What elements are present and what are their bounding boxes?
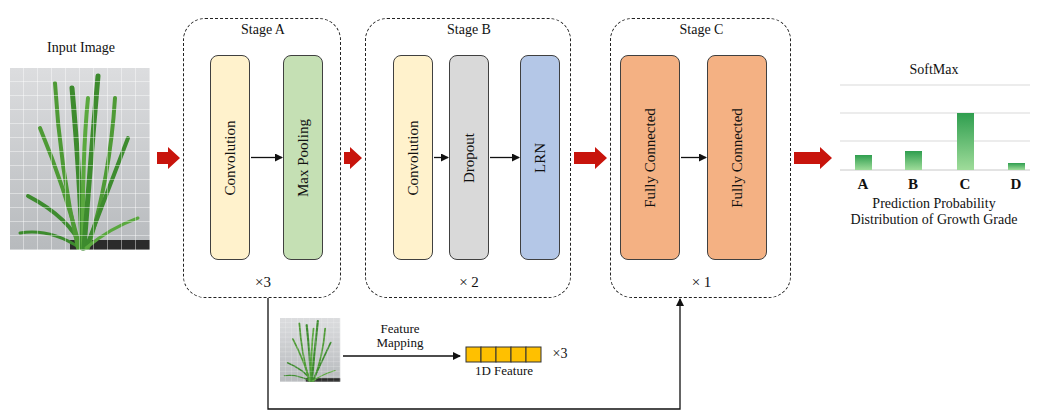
grade-letter: B bbox=[903, 176, 923, 193]
image-caption: Input Image bbox=[8, 40, 154, 56]
layer-name: Fully Connected bbox=[729, 108, 746, 208]
stage-group: Stage B × 2 Convolution Dropout LRN bbox=[365, 18, 571, 298]
grade-letter: C bbox=[955, 176, 975, 193]
feature-cells bbox=[466, 347, 541, 362]
layer-arrow bbox=[681, 157, 706, 158]
mapping-label: Feature Mapping bbox=[360, 322, 440, 351]
chart-title: SoftMax bbox=[835, 62, 1033, 78]
layer-box: Fully Connected bbox=[707, 55, 767, 260]
flow-arrow bbox=[157, 147, 180, 169]
layer-box: Convolution bbox=[393, 55, 433, 260]
plant-photo bbox=[10, 68, 150, 250]
plant-thumbnail bbox=[280, 318, 340, 382]
layer-name: Convolution bbox=[405, 120, 422, 195]
layer-name: Convolution bbox=[222, 120, 239, 195]
feature-route-line bbox=[268, 298, 680, 409]
layer-box: Max Pooling bbox=[283, 55, 323, 260]
stage-group: Stage A ×3 Convolution Max Pooling bbox=[183, 18, 341, 298]
feature-vector: 1D Feature bbox=[463, 346, 545, 386]
flow-arrow bbox=[344, 147, 362, 169]
layer-name: Max Pooling bbox=[295, 119, 312, 197]
repeat-count: × 1 bbox=[611, 274, 792, 291]
feature-mapping-arrow bbox=[343, 356, 460, 357]
layer-arrow bbox=[434, 157, 448, 158]
softmax-chart: SoftMaxPrediction Probability Distributi… bbox=[835, 60, 1033, 235]
layer-box: LRN bbox=[520, 55, 560, 260]
layer-name: Dropout bbox=[461, 133, 478, 183]
input-image: Input Image bbox=[8, 40, 154, 252]
repeat-count: ×3 bbox=[547, 346, 573, 361]
stage-group: Stage C × 1 Fully Connected Fully Connected bbox=[610, 18, 791, 298]
repeat-count: × 2 bbox=[366, 274, 572, 291]
layer-arrow bbox=[251, 157, 282, 158]
layer-box: Fully Connected bbox=[620, 55, 680, 260]
feature-caption: 1D Feature bbox=[463, 364, 545, 379]
stage-title: Stage B bbox=[366, 22, 572, 38]
grade-letter: D bbox=[1006, 176, 1026, 193]
grade-letter: A bbox=[853, 176, 873, 193]
stage-title: Stage A bbox=[184, 22, 342, 38]
softmax-bar-chart bbox=[840, 85, 1030, 170]
flow-arrow bbox=[574, 147, 607, 169]
layer-name: Fully Connected bbox=[642, 108, 659, 208]
layer-box: Dropout bbox=[449, 55, 489, 260]
layer-name: LRN bbox=[532, 143, 549, 173]
layer-box: Convolution bbox=[210, 55, 250, 260]
layer-arrow bbox=[490, 157, 519, 158]
repeat-count: ×3 bbox=[184, 274, 342, 291]
axis-caption: Prediction Probability Distribution of G… bbox=[842, 196, 1027, 228]
flow-arrow bbox=[794, 147, 832, 169]
stage-title: Stage C bbox=[611, 22, 792, 38]
